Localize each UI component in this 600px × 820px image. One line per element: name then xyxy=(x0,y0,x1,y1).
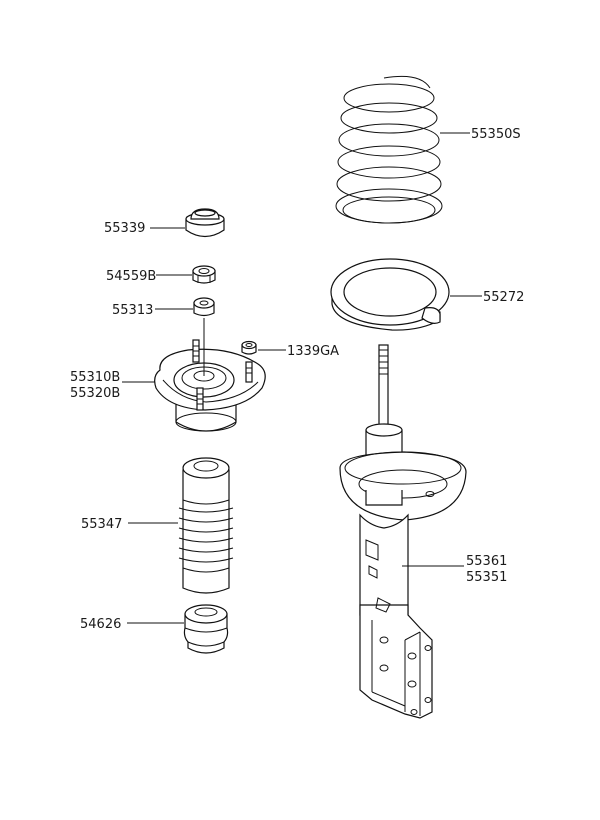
part-54559B-nut xyxy=(192,265,216,284)
part-55361-strut-assembly xyxy=(339,344,467,719)
part-55347-dust-boot xyxy=(178,457,234,594)
label-54626: 54626 xyxy=(80,617,121,632)
label-55350S: 55350S xyxy=(471,127,521,142)
label-55351: 55351 xyxy=(466,570,507,585)
part-55313-spacer xyxy=(193,297,215,317)
label-55272: 55272 xyxy=(483,290,524,305)
label-55310B: 55310B xyxy=(70,370,120,385)
label-55313: 55313 xyxy=(112,303,153,318)
part-55310B-strut-mount xyxy=(154,339,266,432)
label-54559B: 54559B xyxy=(106,269,156,284)
part-55272-spring-pad xyxy=(330,258,450,331)
label-55347: 55347 xyxy=(81,517,122,532)
label-55320B: 55320B xyxy=(70,386,120,401)
label-55361: 55361 xyxy=(466,554,507,569)
label-1339GA: 1339GA xyxy=(287,344,339,359)
label-55339: 55339 xyxy=(104,221,145,236)
part-55350S-coil-spring xyxy=(335,75,443,224)
part-54626-bump-stopper xyxy=(183,604,229,654)
part-1339GA-nut xyxy=(241,340,257,355)
part-55339-cap xyxy=(185,208,225,238)
